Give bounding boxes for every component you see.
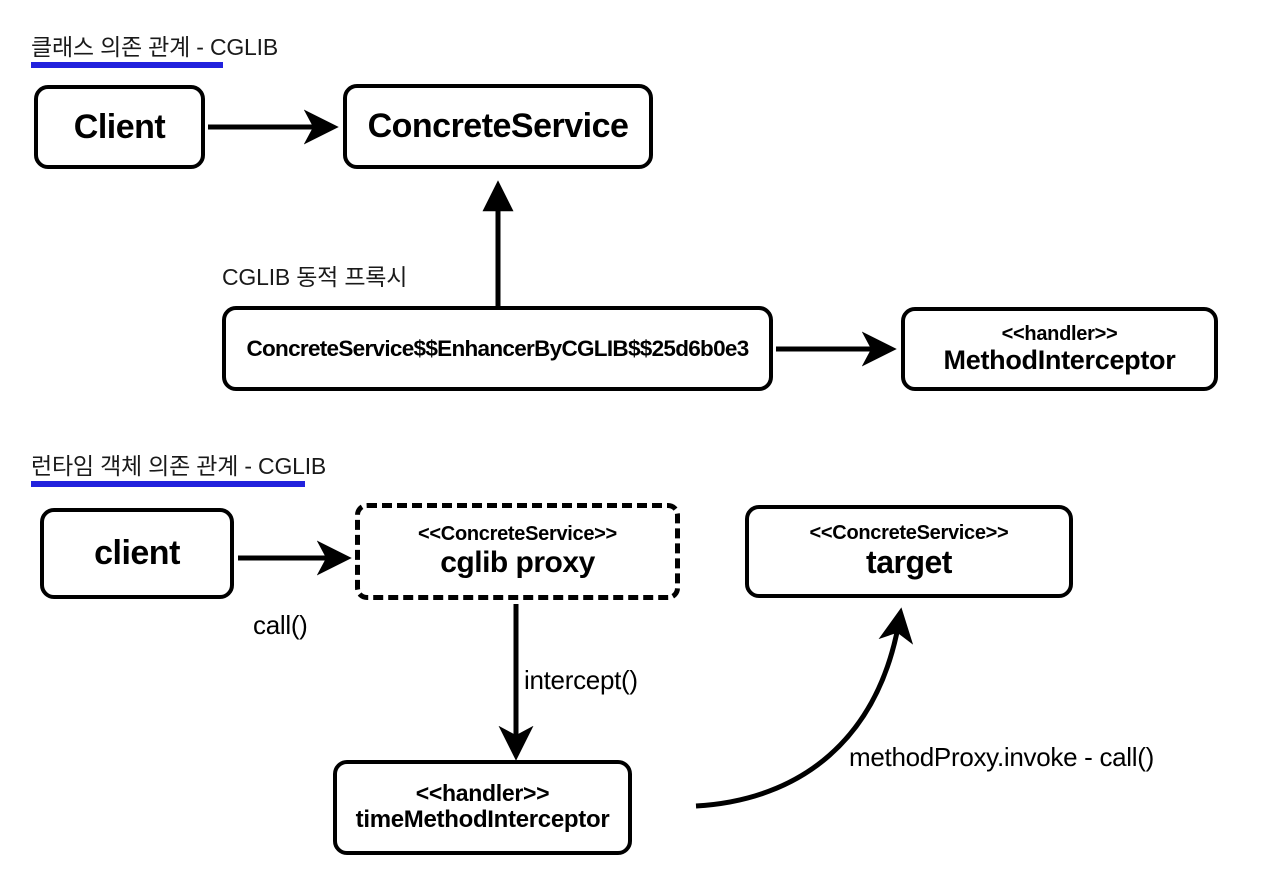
node-client-runtime[interactable]: client: [40, 508, 234, 599]
node-cglib-proxy[interactable]: <<ConcreteService>> cglib proxy: [355, 503, 680, 600]
runtime-section-title-underline: [31, 481, 305, 487]
node-cglib-proxy-stereotype: <<ConcreteService>>: [418, 523, 617, 546]
node-target-stereotype: <<ConcreteService>>: [809, 521, 1009, 544]
arrow-time-method-interceptor-to-target: [695, 607, 914, 809]
node-target[interactable]: <<ConcreteService>> target: [745, 505, 1073, 598]
node-cglib-enhancer-class-label: ConcreteService$$EnhancerByCGLIB$$25d6b0…: [246, 335, 749, 361]
node-time-method-interceptor-stereotype: <<handler>>: [415, 780, 550, 807]
class-section-title: 클래스 의존 관계 - CGLIB: [31, 34, 278, 60]
node-client-class[interactable]: Client: [34, 85, 205, 169]
node-client-class-label: Client: [73, 107, 166, 146]
edge-label-intercept: intercept(): [524, 665, 638, 695]
node-concrete-service-label: ConcreteService: [367, 107, 629, 145]
cglib-proxy-caption: CGLIB 동적 프록시: [222, 264, 408, 290]
node-time-method-interceptor-label: timeMethodInterceptor: [355, 805, 610, 833]
edge-label-method-proxy-invoke: methodProxy.invoke - call(): [849, 742, 1154, 772]
node-method-interceptor-stereotype: <<handler>>: [1001, 322, 1118, 345]
class-section-title-underline: [31, 62, 223, 68]
node-cglib-proxy-label: cglib proxy: [440, 545, 595, 579]
node-cglib-enhancer-class[interactable]: ConcreteService$$EnhancerByCGLIB$$25d6b0…: [222, 306, 773, 391]
node-time-method-interceptor[interactable]: <<handler>> timeMethodInterceptor: [333, 760, 632, 855]
node-client-runtime-label: client: [94, 534, 180, 572]
node-concrete-service[interactable]: ConcreteService: [343, 84, 653, 169]
node-method-interceptor[interactable]: <<handler>> MethodInterceptor: [901, 307, 1218, 391]
runtime-section-title: 런타임 객체 의존 관계 - CGLIB: [31, 453, 327, 479]
node-method-interceptor-label: MethodInterceptor: [943, 345, 1176, 376]
edge-label-call: call(): [253, 610, 308, 640]
node-target-label: target: [866, 544, 952, 581]
